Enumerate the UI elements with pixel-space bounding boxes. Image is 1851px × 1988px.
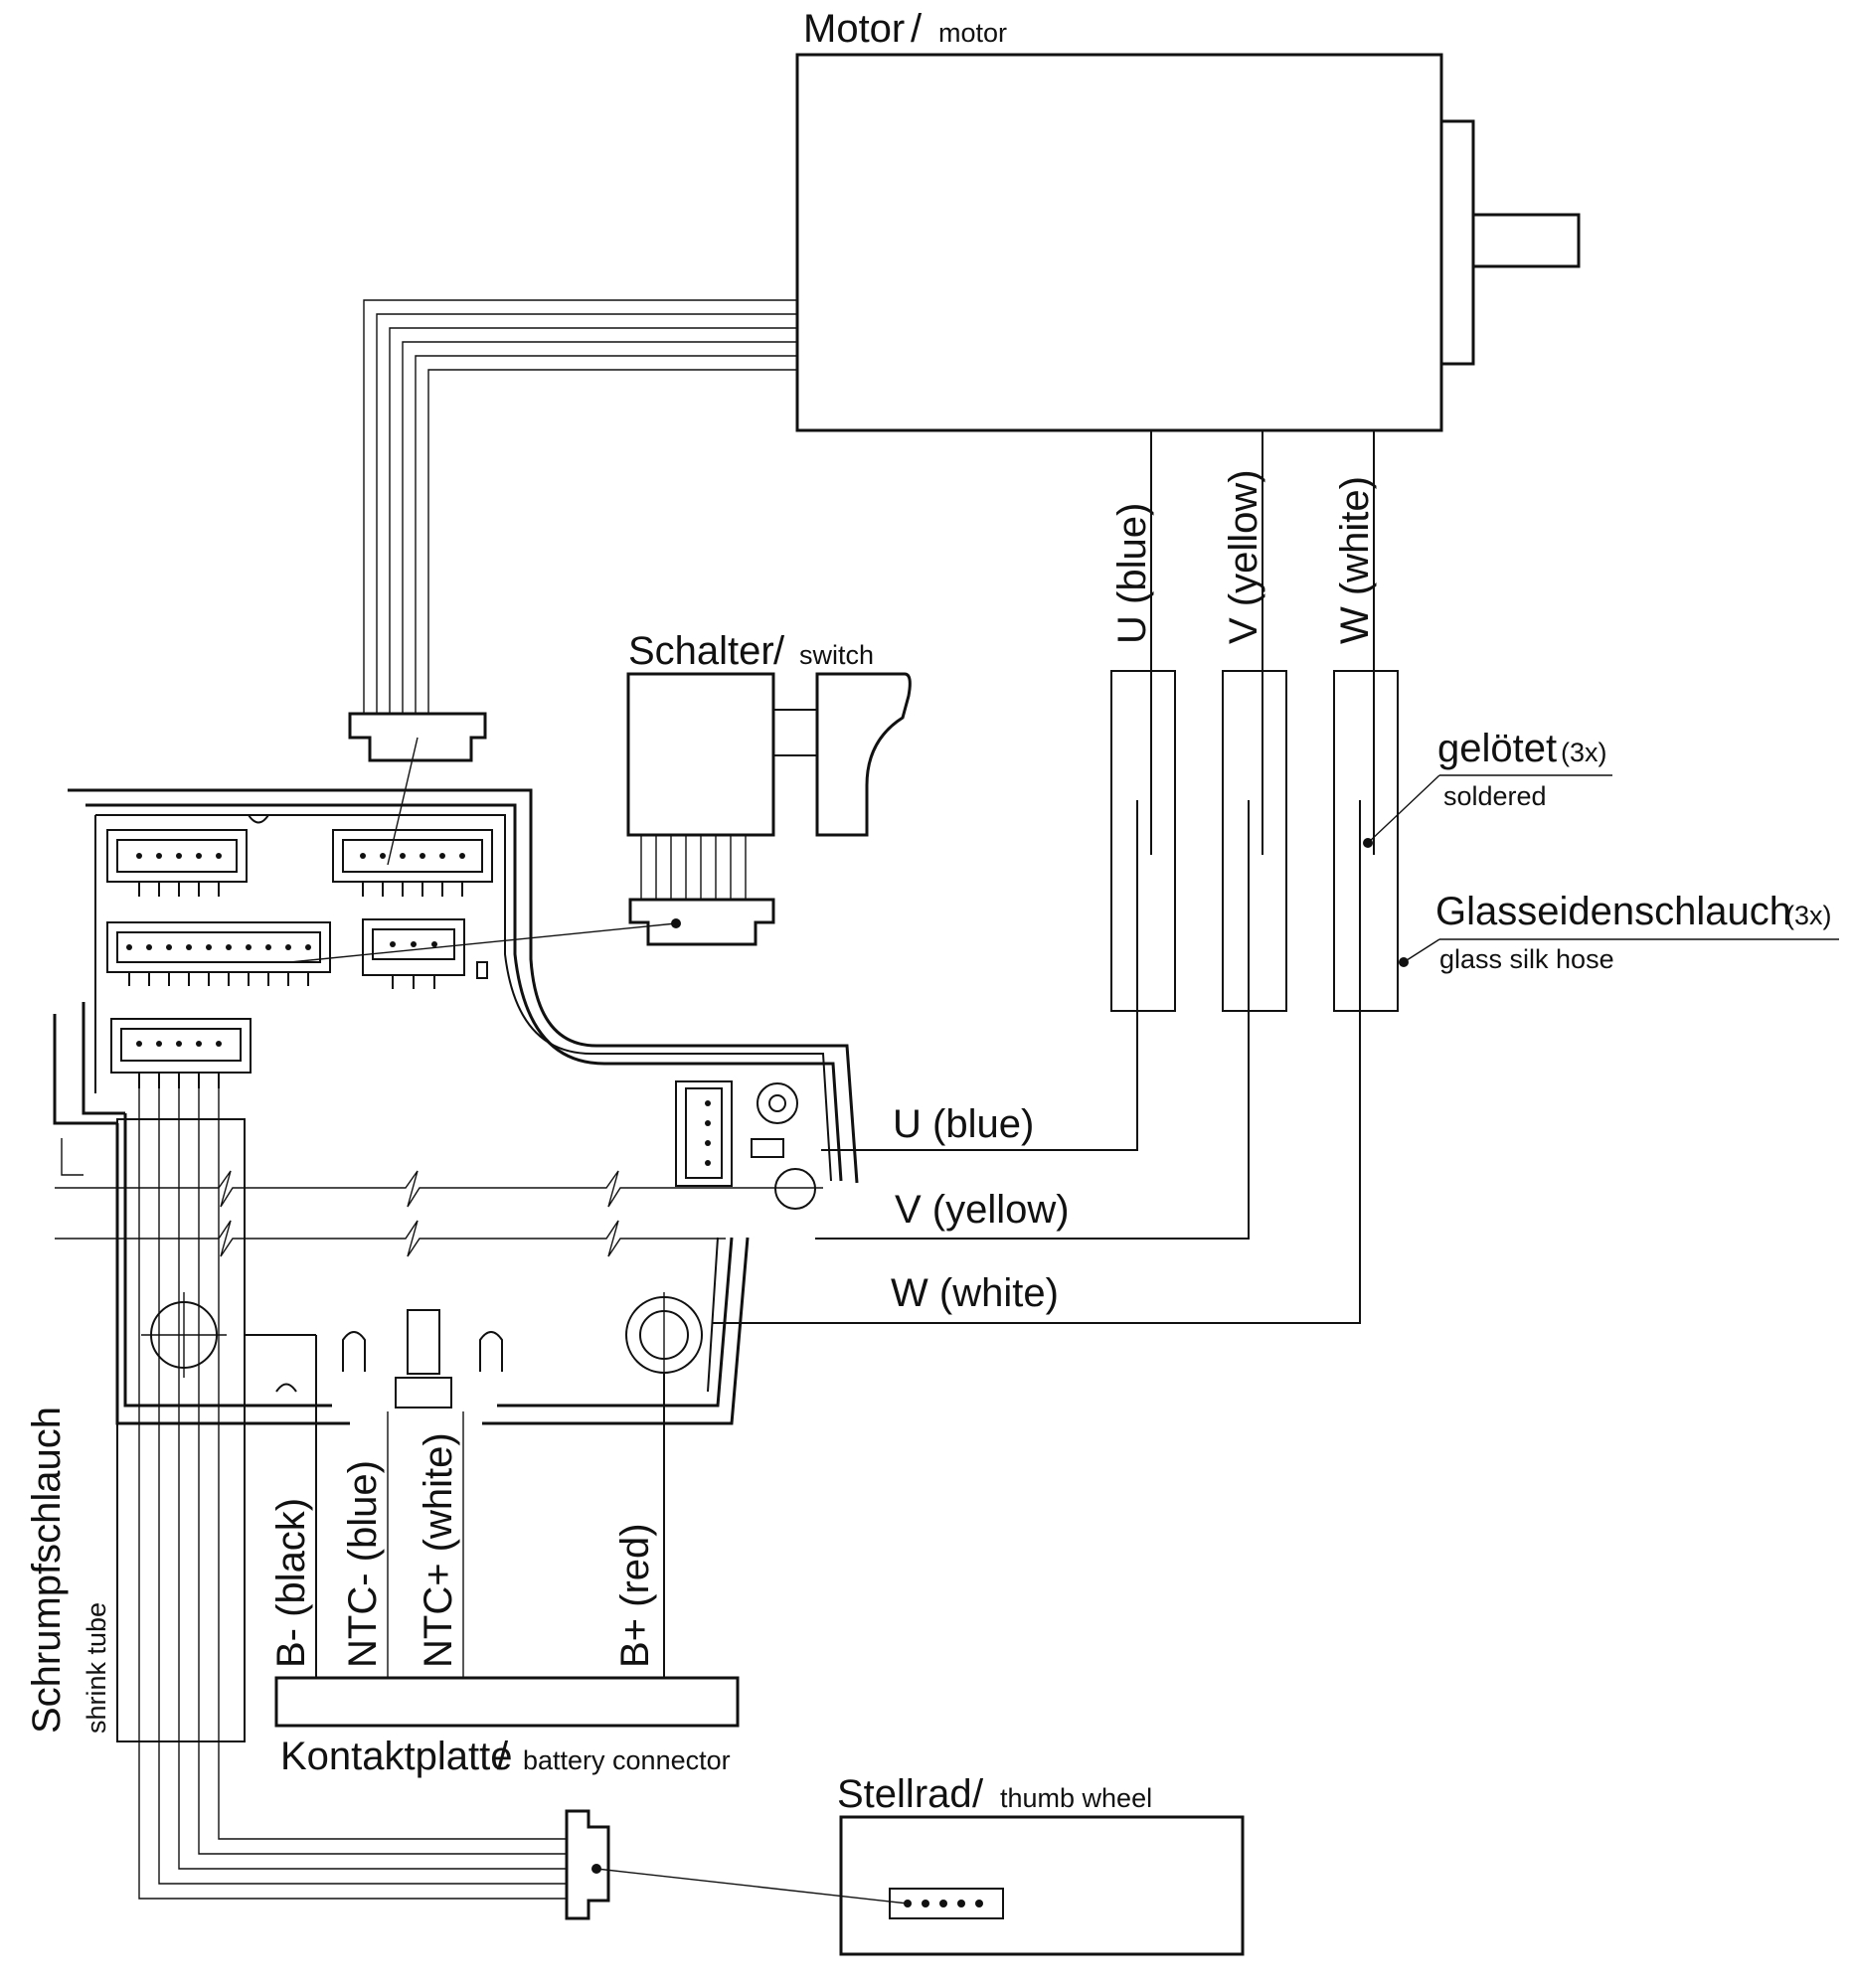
thumb-wheel-body [839,1815,1245,1956]
motor-label: Motor / motor [803,7,1007,51]
switch-name: Schalter [628,629,774,673]
board-wire-w: W (white) [891,1271,1059,1315]
board-connector-1 [106,829,248,897]
motor-phase-wires [1150,430,1375,671]
phase-wires-to-board [712,1011,1361,1324]
board-connector-3 [106,921,331,986]
hose-v [1222,670,1287,1012]
thumb-wheel-cable-connector [565,1809,610,1920]
hose-w [1333,670,1399,1012]
pcb-outline [94,814,832,1393]
battery-wire-labels: B- (black) NTC- (blue) NTC+ (white) B+ (… [269,1432,657,1668]
soldered-label: gelötet (3x) soldered [1437,727,1607,811]
switch-translation: switch [799,640,874,670]
switch-trigger [815,672,912,837]
board-housing-outer [53,788,859,1425]
glass-silk-hoses [1110,670,1399,1012]
battery-connector-name: Kontaktplatte [280,1735,513,1778]
hose-count: (3x) [1785,901,1832,930]
motor-wire-labels: U (blue) V (yellow) W (white) [1110,469,1377,644]
board-wire-labels: U (blue) V (yellow) W (white) [891,1102,1070,1315]
switch-stem [772,709,818,756]
motor-translation: motor [938,18,1007,48]
board-housing-inner [82,803,843,1408]
board-connector-4 [362,918,488,989]
motor-wire-w: W (white) [1333,476,1377,644]
thumb-wheel-connector [889,1888,1004,1919]
battery-connector-slash: / [497,1735,509,1778]
soldered-count: (3x) [1561,738,1607,767]
shrink-tube-label: Schrumpfschlauch shrink tube [25,1407,111,1734]
battery-wire-b-minus: B- (black) [269,1498,313,1668]
board-studs [275,1309,503,1408]
motor-flange [1439,119,1475,366]
thumb-wheel-slash: / [972,1772,984,1816]
thumb-wheel-translation: thumb wheel [1000,1783,1152,1813]
hose-label: Glasseidenschlauch (3x) glass silk hose [1435,890,1832,974]
battery-connector-label: Kontaktplatte / battery connector [280,1735,731,1778]
battery-connector-plate [274,1676,740,1728]
hose-translation: glass silk hose [1439,944,1614,974]
motor-wire-v: V (yellow) [1222,469,1265,644]
shrink-tube [116,1088,610,1920]
hose-u [1110,670,1176,1012]
board-wire-u: U (blue) [893,1102,1034,1146]
shrink-tube-translation: shrink tube [82,1602,111,1734]
thumb-wheel-name: Stellrad [837,1772,972,1816]
motor-body [795,53,1443,432]
thumb-wheel [595,1815,1245,1956]
motor [348,53,1581,866]
thumb-wheel-label: Stellrad / thumb wheel [837,1772,1152,1816]
switch-cable [640,835,747,900]
motor-name: Motor [803,7,905,51]
battery-connector-translation: battery connector [523,1745,731,1775]
battery-wire-ntc-minus: NTC- (blue) [341,1460,385,1668]
battery-wires [244,1334,665,1678]
switch-body [626,672,775,837]
mounting-holes [141,1292,703,1378]
board-connector-2 [332,829,493,897]
break-lines [55,1138,823,1257]
connector-leader [387,737,419,866]
motor-slash: / [911,7,923,51]
soldered-translation: soldered [1443,781,1547,811]
hose-name: Glasseidenschlauch [1435,890,1791,933]
switch-cable-connector [628,898,775,946]
controller-board [53,788,859,1425]
battery-wire-b-plus: B+ (red) [613,1523,657,1668]
phase-terminal-block [675,1080,816,1210]
callout-leaders [1363,774,1839,967]
board-connector-5 [110,1018,252,1088]
motor-wire-u: U (blue) [1110,503,1154,644]
switch-slash: / [773,629,785,673]
switch-leader [289,922,677,963]
motor-shaft [1471,213,1581,268]
shrink-tube-name: Schrumpfschlauch [25,1407,69,1734]
switch [289,672,912,963]
switch-label: Schalter / switch [628,629,874,673]
motor-cable-connector [348,712,487,762]
soldered-name: gelötet [1437,727,1557,770]
board-wire-v: V (yellow) [895,1188,1070,1232]
battery-wire-ntc-plus: NTC+ (white) [417,1432,460,1668]
motor-sensor-cable [363,299,797,714]
